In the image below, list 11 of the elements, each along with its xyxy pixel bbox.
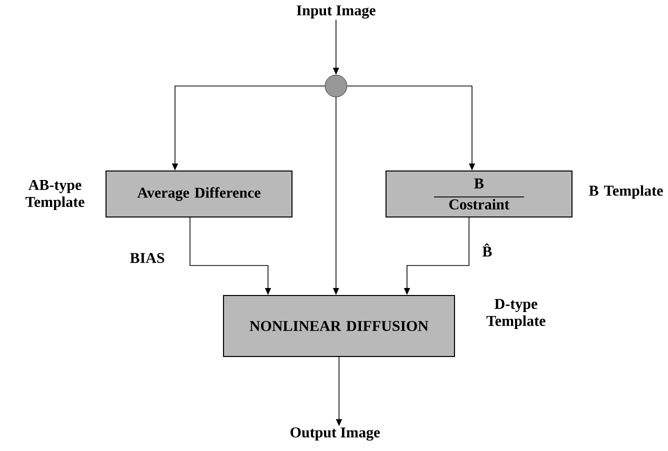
- io-label: Output Image: [290, 427, 380, 441]
- junction-circle: [324, 74, 348, 98]
- template-label: AB-type Template: [26, 180, 84, 210]
- edge-label: B̂: [481, 242, 494, 258]
- process-box: B Costraint: [386, 170, 572, 218]
- template-label: B Template: [589, 185, 663, 199]
- process-box: NONLINEAR DIFFUSION: [223, 295, 455, 357]
- template-label: D-type Template: [486, 299, 546, 330]
- process-box: Average Difference: [106, 170, 292, 218]
- io-label: Input Image: [296, 5, 376, 19]
- edge-label: BIAS: [128, 252, 166, 264]
